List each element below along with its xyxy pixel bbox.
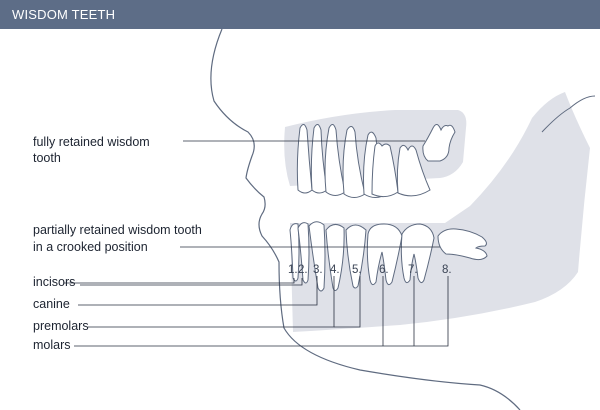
tooth-number-6: 6. (379, 264, 389, 276)
partially-retained-label-line1: partially retained wisdom tooth (33, 223, 202, 237)
lower-wisdom-tooth (437, 228, 488, 261)
premolars-label: premolars (33, 319, 89, 333)
tooth-number-8: 8. (442, 264, 452, 276)
tooth-number-4: 4. (330, 264, 340, 276)
fully-retained-label-line1: fully retained wisdom (33, 135, 150, 149)
leader-lines (64, 140, 449, 347)
molars-label: molars (33, 338, 71, 352)
partially-retained-label-line2: in a crooked position (33, 240, 148, 254)
incisors-label: incisors (33, 275, 75, 289)
page-title: WISDOM TEETH (12, 7, 116, 22)
upper-teeth (296, 124, 431, 198)
lower-teeth (289, 221, 435, 292)
tooth-number-5: 5. (352, 264, 362, 276)
face-profile-outline (210, 28, 521, 410)
tooth-number-7: 7. (408, 264, 418, 276)
upper-wisdom-tooth (422, 124, 456, 162)
canine-label: canine (33, 297, 70, 311)
tooth-number-2: 2. (298, 264, 308, 276)
tooth-number-1: 1. (288, 264, 298, 276)
fully-retained-label-line2: tooth (33, 151, 61, 165)
lower-jaw-bone (290, 92, 590, 332)
title-bar: WISDOM TEETH (0, 0, 600, 29)
tooth-number-3: 3. (313, 264, 323, 276)
jaw-back-outline (541, 95, 596, 133)
